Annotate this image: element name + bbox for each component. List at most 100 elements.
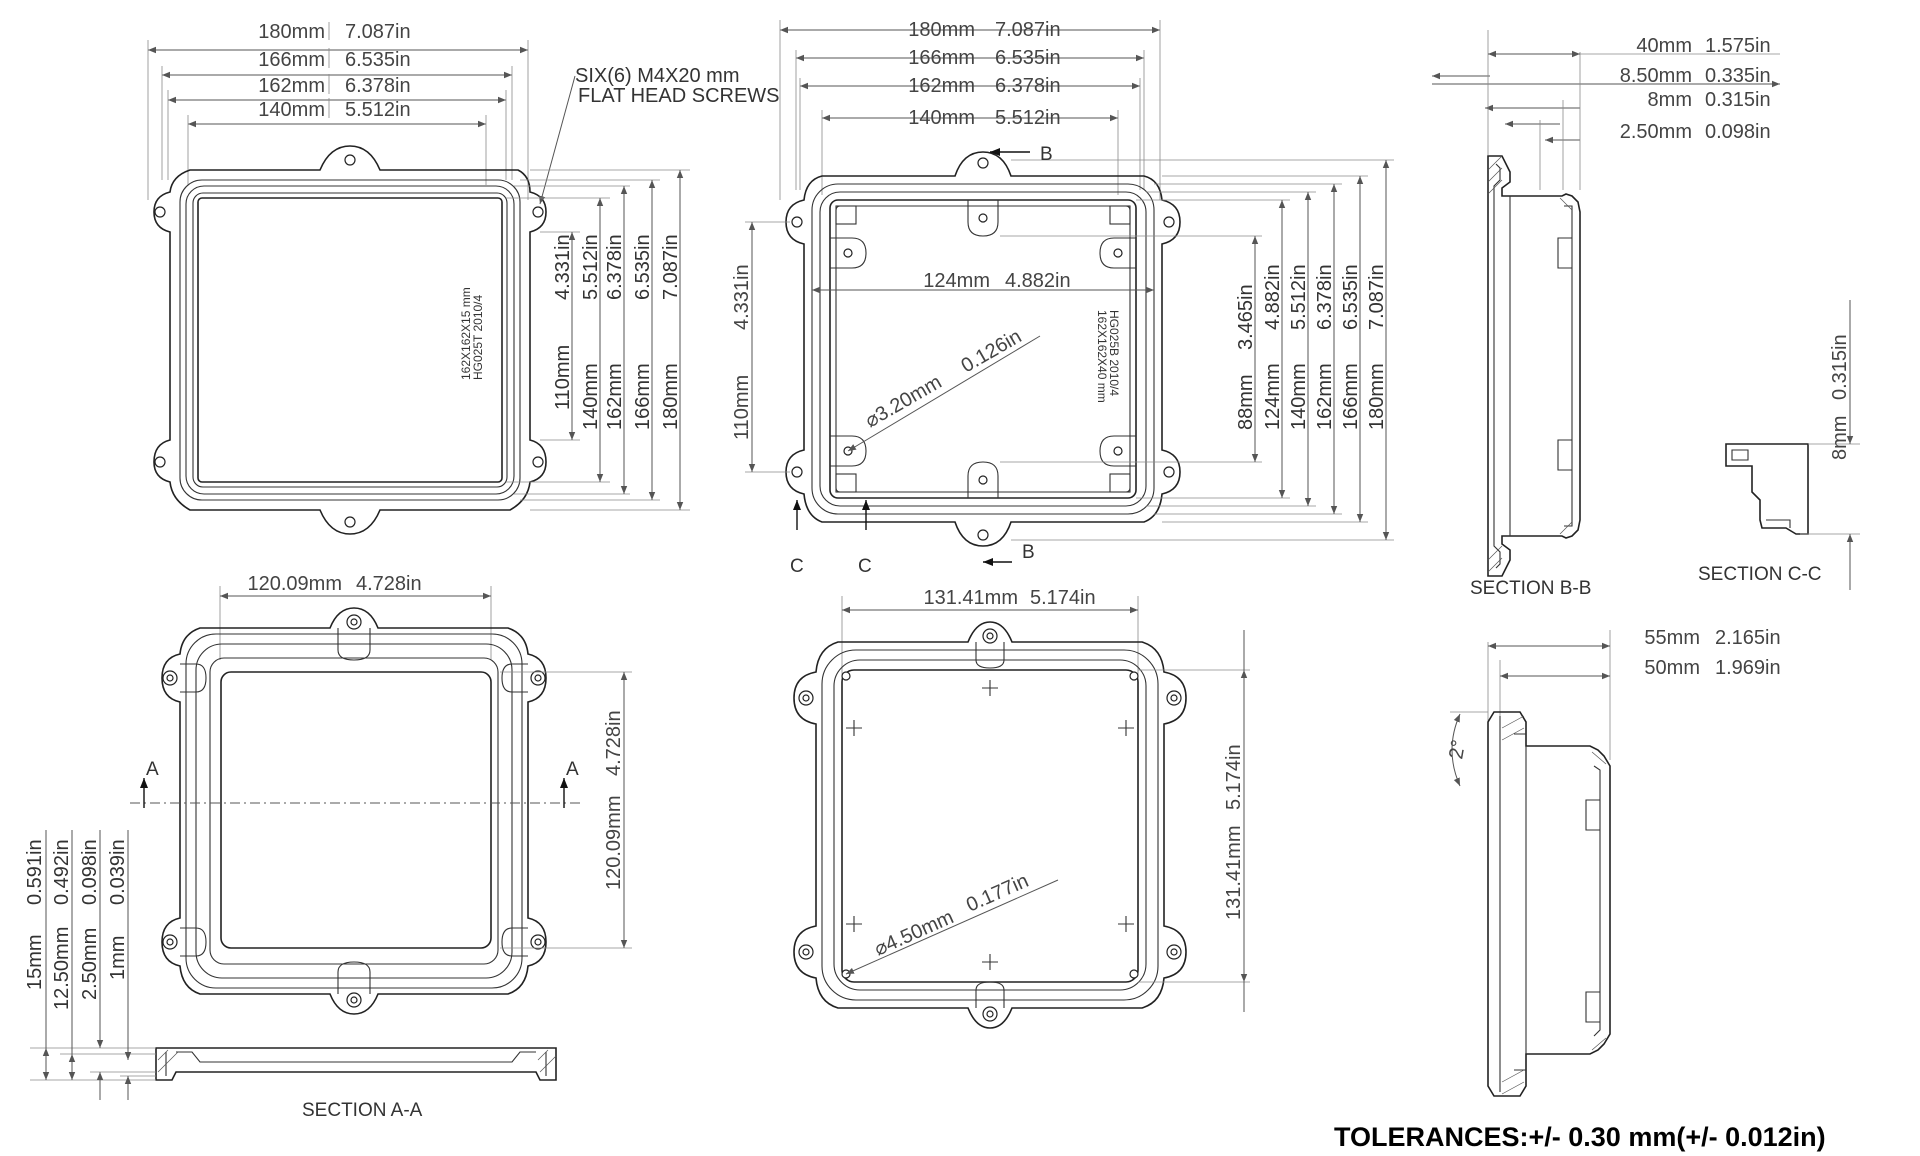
lid-vdim-180in: 7.087in [660, 234, 682, 300]
side-dim-55in: 2.165in [1715, 627, 1781, 649]
lid-vdim-140mm: 140mm [580, 363, 602, 430]
base-side-view: 55mm 2.165in 50mm 1.969in 2° [1445, 627, 1781, 1097]
screw-note-line1: SIX(6) M4X20 mm [575, 65, 739, 87]
base-dim-140mm: 140mm [908, 107, 975, 129]
cut-b-bottom: B [1022, 542, 1035, 563]
lid-vdim-110in: 4.331in [552, 234, 574, 300]
aa-dim-15in: 0.591in [24, 839, 46, 905]
lid-vdim-166mm: 166mm [632, 363, 654, 430]
base-bottom-hdim-mm: 131.41mm [924, 587, 1019, 609]
aa-dim-1mm: 1mm [107, 936, 129, 980]
base-top-view: 180mm 7.087in 166mm 6.535in 162mm 6.378i… [731, 19, 1394, 577]
base-vdim-88in: 3.465in [1235, 284, 1257, 350]
lid-bottom-vdim-mm: 120.09mm [603, 796, 625, 891]
bb-dim-8mm: 8mm [1648, 89, 1692, 111]
base-bottom-vdim-mm: 131.41mm [1223, 826, 1245, 921]
lid-dim-166mm: 166mm [258, 49, 325, 71]
section-bb-label: SECTION B-B [1470, 578, 1591, 599]
bb-dim-8.5mm: 8.50mm [1620, 65, 1692, 87]
base-bottom-vdim-in: 5.174in [1223, 744, 1245, 810]
base-vdim-88mm: 88mm [1235, 374, 1257, 430]
side-angle: 2° [1445, 738, 1470, 761]
base-inner-dim-in: 4.882in [1005, 270, 1071, 292]
lid-vdim-140in: 5.512in [580, 234, 602, 300]
lid-vdim-162in: 6.378in [604, 234, 626, 300]
base-vdim-180in: 7.087in [1366, 264, 1388, 330]
base-dim-162in: 6.378in [995, 75, 1061, 97]
cc-dim-mm: 8mm [1829, 416, 1851, 460]
lid-dim-140mm: 140mm [258, 99, 325, 121]
cut-b-top: B [1040, 144, 1053, 165]
lid-part-label-1: HG025T 2010/4 [471, 295, 485, 380]
lid-vdim-162mm: 162mm [604, 363, 626, 430]
section-bb-view: 40mm 1.575in 8.50mm 0.335in 8mm 0.315in … [1432, 30, 1780, 599]
bb-dim-8.5in: 0.335in [1705, 65, 1771, 87]
side-dim-50mm: 50mm [1644, 657, 1700, 679]
base-part-label-1: HG025B 2010/4 [1107, 310, 1121, 396]
section-aa-view: 15mm 0.591in 12.50mm 0.492in 2.50mm 0.09… [24, 830, 557, 1121]
base-dim-166in: 6.535in [995, 47, 1061, 69]
base-vdim-left-in: 4.331in [731, 264, 753, 330]
lid-bottom-hdim-mm: 120.09mm [248, 573, 343, 595]
base-bottom-hole-mm: ⌀4.50mm [871, 906, 957, 960]
base-vdim-166in: 6.535in [1340, 264, 1362, 330]
base-inner-dim-mm: 124mm [923, 270, 990, 292]
base-vdim-140mm: 140mm [1288, 363, 1310, 430]
base-vdim-162in: 6.378in [1314, 264, 1336, 330]
section-cc-view: 8mm 0.315in SECTION C-C [1698, 300, 1860, 590]
section-cc-label: SECTION C-C [1698, 564, 1822, 585]
bb-dim-2.5mm: 2.50mm [1620, 121, 1692, 143]
lid-top-view: 180mm 7.087in 166mm 6.535in 162mm 6.378i… [147, 21, 780, 535]
base-vdim-166mm: 166mm [1340, 363, 1362, 430]
cut-a-right: A [566, 759, 579, 780]
aa-dim-2.5mm: 2.50mm [79, 928, 101, 1000]
base-hole-dim-mm: ⌀3.20mm [862, 371, 946, 432]
base-vdim-180mm: 180mm [1366, 363, 1388, 430]
bb-dim-8in: 0.315in [1705, 89, 1771, 111]
aa-dim-12.5in: 0.492in [51, 839, 73, 905]
aa-dim-15mm: 15mm [24, 934, 46, 990]
lid-dim-180in: 7.087in [345, 21, 411, 43]
base-dim-162mm: 162mm [908, 75, 975, 97]
section-aa-label: SECTION A-A [302, 1100, 423, 1121]
cut-c-right: C [858, 556, 872, 577]
cut-a-left: A [146, 759, 159, 780]
base-part-label-2: 162X162X40 mm [1095, 310, 1109, 403]
base-dim-180mm: 180mm [908, 19, 975, 41]
lid-vdim-180mm: 180mm [660, 363, 682, 430]
screw-note-line2: FLAT HEAD SCREWS [578, 85, 780, 107]
bb-dim-40mm: 40mm [1636, 35, 1692, 57]
lid-part-label-2: 162X162X15 mm [459, 287, 473, 380]
base-dim-166mm: 166mm [908, 47, 975, 69]
base-vdim-162mm: 162mm [1314, 363, 1336, 430]
side-dim-55mm: 55mm [1644, 627, 1700, 649]
cc-dim-in: 0.315in [1829, 334, 1851, 400]
aa-dim-12.5mm: 12.50mm [51, 927, 73, 1010]
bb-dim-40in: 1.575in [1705, 35, 1771, 57]
lid-dim-162in: 6.378in [345, 75, 411, 97]
lid-dim-166in: 6.535in [345, 49, 411, 71]
lid-vdim-166in: 6.535in [632, 234, 654, 300]
lid-bottom-vdim-in: 4.728in [603, 710, 625, 776]
bb-dim-2.5in: 0.098in [1705, 121, 1771, 143]
lid-bottom-hdim-in: 4.728in [356, 573, 422, 595]
side-dim-50in: 1.969in [1715, 657, 1781, 679]
cut-c-left: C [790, 556, 804, 577]
base-bottom-hdim-in: 5.174in [1030, 587, 1096, 609]
base-vdim-124in: 4.882in [1262, 264, 1284, 330]
base-vdim-left-mm: 110mm [731, 375, 753, 440]
base-dim-140in: 5.512in [995, 107, 1061, 129]
base-dim-180in: 7.087in [995, 19, 1061, 41]
base-bottom-view: 131.41mm 5.174in ⌀4.50mm 0.177in [793, 587, 1250, 1029]
lid-dim-180mm: 180mm [258, 21, 325, 43]
base-bottom-hole-in: 0.177in [963, 870, 1032, 917]
base-vdim-124mm: 124mm [1262, 363, 1284, 430]
lid-dim-162mm: 162mm [258, 75, 325, 97]
aa-dim-1in: 0.039in [107, 839, 129, 905]
lid-dim-140in: 5.512in [345, 99, 411, 121]
aa-dim-2.5in: 0.098in [79, 839, 101, 905]
base-vdim-140in: 5.512in [1288, 264, 1310, 330]
tolerances-note: TOLERANCES:+/- 0.30 mm(+/- 0.012in) [1334, 1122, 1826, 1152]
lid-bottom-view: 120.09mm 4.728in A A 120.09mm [130, 573, 632, 1015]
